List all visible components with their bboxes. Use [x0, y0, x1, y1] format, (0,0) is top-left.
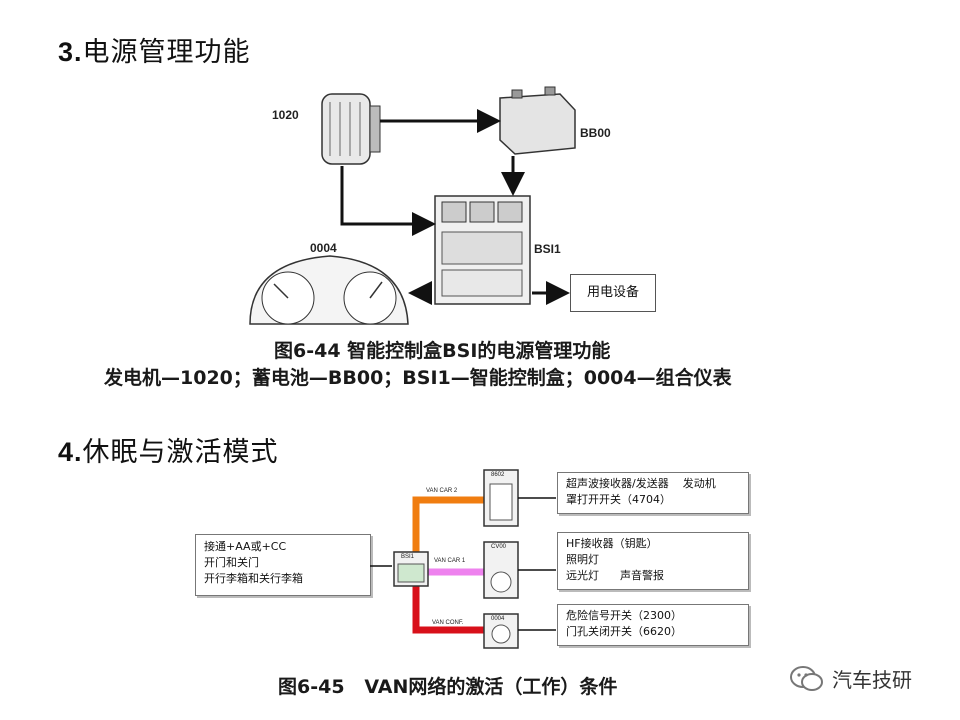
section-3-title: 电源管理功能: [82, 37, 251, 68]
alternator-label: 1020: [272, 108, 299, 122]
van-car2-label: VAN CAR 2: [426, 488, 458, 494]
instrument-cluster-icon: [249, 255, 409, 325]
right-box-mid: HF接收器（钥匙） 照明灯 远光灯 声音警报: [557, 532, 749, 590]
right-box-top: 超声波接收器/发送器 发动机 罩打开开关（4704）: [557, 472, 749, 514]
right-box-top-line-2: 罩打开开关（4704）: [566, 493, 671, 506]
wechat-icon: [790, 665, 823, 691]
module-cv00-label: CV00: [491, 544, 507, 550]
right-box-mid-line-3: 远光灯 声音警报: [566, 569, 664, 582]
watermark-text: 汽车技研: [832, 668, 912, 692]
battery-icon: [499, 86, 576, 155]
section-4-title: 休眠与激活模式: [82, 437, 279, 468]
module-0004-label: 0004: [491, 616, 505, 622]
fig-6-45-caption: 图6-45 VAN网络的激活（工作）条件: [278, 676, 618, 698]
right-box-top-line-1: 超声波接收器/发送器 发动机: [566, 477, 716, 490]
right-box-bot: 危险信号开关（2300） 门孔关闭开关（6620）: [557, 604, 749, 646]
bsi-module-icon: [434, 195, 531, 305]
bsi-label: BSI1: [534, 242, 561, 256]
section-4-heading: 4.休眠与激活模式: [58, 430, 279, 469]
battery-label: BB00: [580, 126, 611, 140]
van-car2-bus: [412, 496, 488, 554]
right-box-mid-line-1: HF接收器（钥匙）: [566, 537, 658, 550]
condition-trunk: 开行李箱和关行李箱: [204, 572, 303, 585]
fig-6-44-caption: 图6-44 智能控制盒BSI的电源管理功能: [274, 340, 611, 362]
cluster-label: 0004: [310, 241, 337, 255]
van-car1-label: VAN CAR 1: [434, 558, 466, 564]
section-4-number: 4.: [58, 437, 83, 467]
van-conf-label: VAN CONF.: [432, 620, 464, 626]
right-box-bot-line-1: 危险信号开关（2300）: [566, 609, 682, 622]
van-conf-bus: [412, 582, 488, 634]
activation-conditions-box: 接通+AA或+CC 开门和关门 开行李箱和关行李箱: [195, 534, 371, 596]
van-network-diagram: [370, 469, 556, 649]
module-8602-label: 8602: [491, 472, 505, 478]
power-management-diagram: [249, 86, 576, 325]
fig-6-44-legend: 发电机—1020；蓄电池—BB00；BSI1—智能控制盒；0004—组合仪表: [104, 367, 732, 389]
watermark: 汽车技研: [790, 664, 912, 693]
right-box-mid-line-2: 照明灯: [566, 553, 599, 566]
consumers-label: 用电设备: [586, 285, 639, 300]
condition-ignition: 接通+AA或+CC: [204, 540, 287, 553]
right-box-bot-line-2: 门孔关闭开关（6620）: [566, 625, 682, 638]
section-3-heading: 3.电源管理功能: [58, 30, 251, 69]
alternator-icon: [321, 93, 381, 165]
bsi-module-label: BSI1: [401, 554, 415, 560]
consumers-box: 用电设备: [570, 274, 656, 312]
condition-doors: 开门和关门: [204, 556, 259, 569]
section-3-number: 3.: [58, 37, 83, 67]
